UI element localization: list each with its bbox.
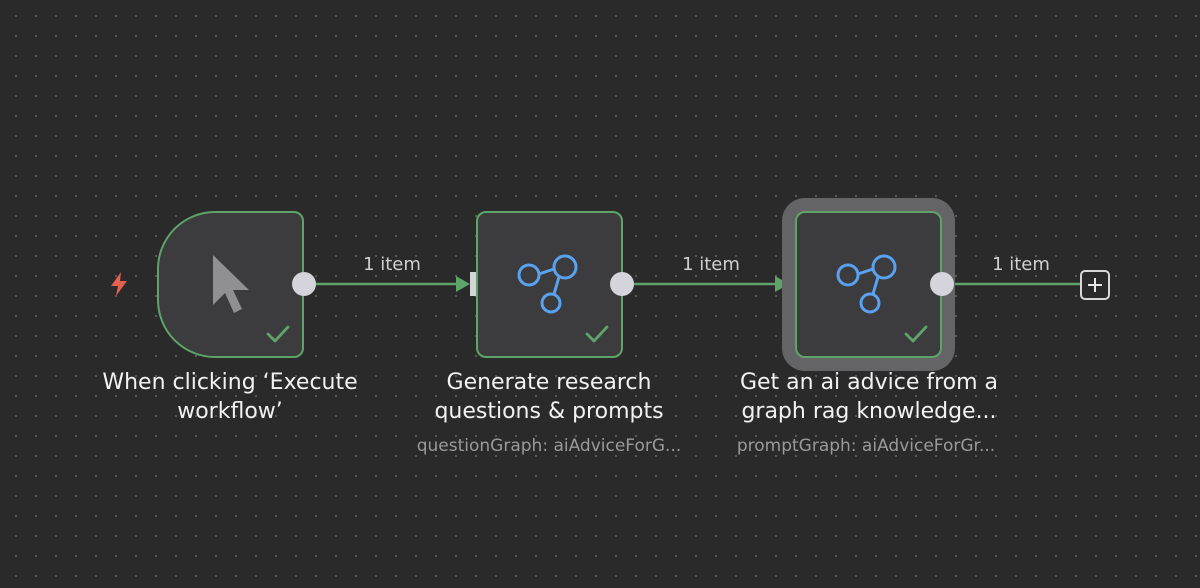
success-check-icon [266,325,290,343]
node-generate-questions[interactable] [476,211,623,358]
edge-1-label: 1 item [363,254,421,275]
node-3-title: Get an ai advice from a graph rag knowle… [739,370,999,424]
node-2-subtitle: questionGraph: aiAdviceForG... [416,436,682,456]
graph-nodes-icon [836,254,897,314]
success-check-icon [904,325,928,343]
edge-2-label: 1 item [682,254,740,275]
plus-icon [1088,278,1102,292]
node-3-subtitle: promptGraph: aiAdviceForGr... [736,436,996,456]
graph-nodes-icon [517,254,578,314]
edge-2-arrow [775,276,789,292]
edge-3-label: 1 item [992,254,1050,275]
node-3-output-handle[interactable] [930,272,954,296]
lightning-bolt-icon [111,272,127,296]
node-1-output-handle[interactable] [292,272,316,296]
node-get-ai-advice[interactable] [795,211,942,358]
node-1-title: When clicking ‘Execute workflow’ [102,370,358,424]
node-2-title: Generate research questions & prompts [434,370,664,424]
node-2-output-handle[interactable] [610,272,634,296]
cursor-icon [213,255,249,313]
node-manual-trigger[interactable] [157,211,304,358]
edge-1-arrow [456,276,470,292]
success-check-icon [585,325,609,343]
add-node-button[interactable] [1080,270,1110,300]
